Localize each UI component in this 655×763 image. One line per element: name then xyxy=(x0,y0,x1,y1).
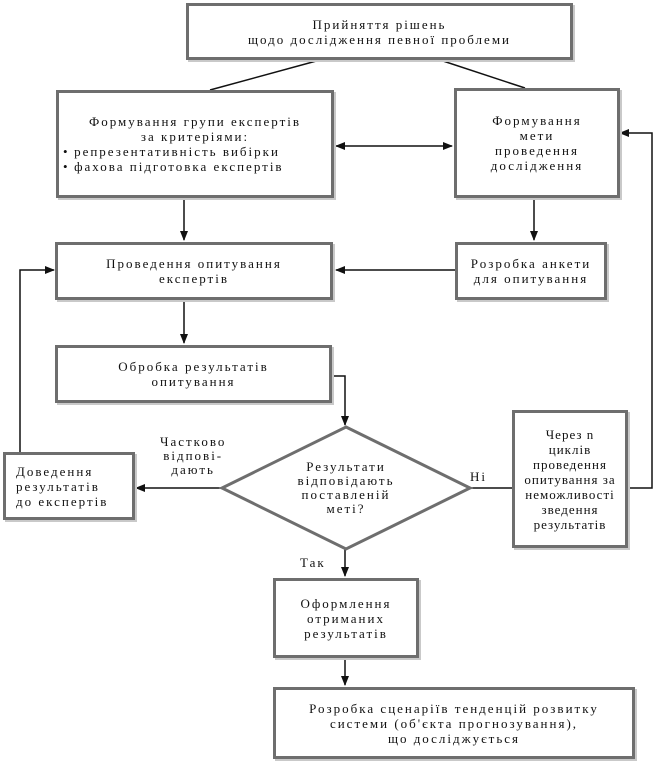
node-decision-making-text: Прийняття рішень щодо дослідження певної… xyxy=(247,16,512,47)
edge-label-yes: Так xyxy=(300,555,326,570)
node-decision-text: Результати відповідають поставленій меті… xyxy=(297,459,395,516)
node-n-cycles-text: Через n циклів проведення опитування за … xyxy=(524,426,616,532)
node-formalize-text: Оформлення отриманих результатів xyxy=(300,595,392,641)
link-top-to-expert-group xyxy=(209,59,321,91)
edge-label-partial: Частково відпові- дають xyxy=(160,434,227,477)
arrow-processing-to-decision xyxy=(332,375,349,426)
node-expert-group-bullet-2: фахова підготовка експертів xyxy=(59,159,284,174)
node-research-goal: Формування мети проведення дослідження xyxy=(454,88,620,198)
arrow-ncycles-to-goal xyxy=(619,129,653,489)
node-formalize: Оформлення отриманих результатів xyxy=(273,578,419,658)
node-scenarios: Розробка сценаріїв тенденцій розвитку си… xyxy=(273,687,635,759)
node-questionnaire-text: Розробка анкети для опитування xyxy=(470,256,592,286)
link-top-to-research-goal xyxy=(439,59,526,89)
node-survey: Проведення опитування експертів xyxy=(55,242,333,300)
node-processing: Обробка результатів опитування xyxy=(55,345,332,403)
node-questionnaire: Розробка анкети для опитування xyxy=(455,242,607,300)
edge-label-no: Ні xyxy=(470,469,487,484)
node-inform-experts: Доведення результатів до експертів xyxy=(3,452,135,520)
node-decision-making: Прийняття рішень щодо дослідження певної… xyxy=(186,3,573,60)
node-scenarios-text: Розробка сценаріїв тенденцій розвитку си… xyxy=(309,700,599,746)
node-n-cycles: Через n циклів проведення опитування за … xyxy=(512,410,628,548)
node-inform-experts-text: Доведення результатів до експертів xyxy=(16,463,109,509)
node-expert-group-title: Формування групи експертів за критеріями… xyxy=(88,114,302,144)
node-expert-group-bullet-1: репрезентативність вибірки xyxy=(59,144,280,159)
arrow-inform-to-survey xyxy=(19,266,55,452)
node-expert-group: Формування групи експертів за критеріями… xyxy=(56,90,334,198)
node-research-goal-text: Формування мети проведення дослідження xyxy=(490,113,584,173)
node-survey-text: Проведення опитування експертів xyxy=(106,256,282,286)
node-processing-text: Обробка результатів опитування xyxy=(118,359,269,389)
decision-diamond xyxy=(218,425,474,551)
